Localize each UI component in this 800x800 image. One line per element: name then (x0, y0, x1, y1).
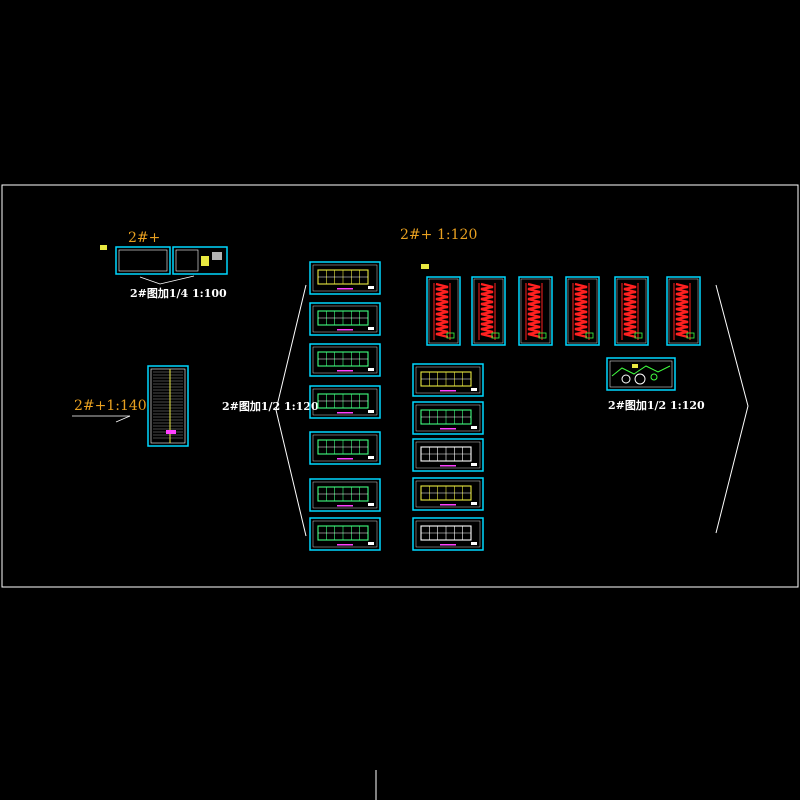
bracket-left (275, 284, 307, 537)
elevation-sheet-3[interactable] (518, 276, 553, 346)
bracket-right (715, 284, 749, 534)
left-group-scale-label: 2#图加1/2 1:120 (222, 399, 319, 413)
plan-sheet-b-3[interactable] (412, 438, 484, 472)
sheet-top-left-1[interactable] (115, 246, 171, 275)
left-code-label: 2#+1:140 (74, 398, 147, 414)
sheet-top-left-2-fill-b (212, 252, 222, 260)
elevation-sheet-1[interactable] (426, 276, 461, 346)
sheet-top-left-2-inner (175, 249, 199, 272)
plan-sheet-a-4[interactable] (309, 385, 381, 419)
plan-sheet-b-4[interactable] (412, 477, 484, 511)
leader-line-top-left (139, 275, 195, 285)
top-center-code-label: 2#+ (400, 227, 432, 243)
elevation-sheet-5[interactable] (614, 276, 649, 346)
sheet-site-plan[interactable] (606, 357, 676, 391)
left-label-leader (115, 415, 131, 423)
plan-sheet-b-5[interactable] (412, 517, 484, 551)
sheet-top-left-2[interactable] (172, 246, 228, 275)
sheet-tall-section[interactable] (147, 365, 189, 447)
title-tag-center (421, 264, 429, 269)
drawing-frame (1, 184, 799, 588)
top-left-scale-label: 2#图加1/4 1:100 (130, 286, 227, 300)
plan-sheet-a-5[interactable] (309, 431, 381, 465)
elevation-sheet-2[interactable] (471, 276, 506, 346)
sheet-top-left-1-inner (118, 249, 168, 272)
plan-sheet-a-6[interactable] (309, 478, 381, 512)
top-center-scale-label: 1:120 (437, 227, 477, 243)
plan-sheet-a-7[interactable] (309, 517, 381, 551)
top-left-code-label: 2#+ (128, 230, 160, 246)
plan-sheet-b-2[interactable] (412, 401, 484, 435)
plan-sheet-a-3[interactable] (309, 343, 381, 377)
elevation-sheet-6[interactable] (666, 276, 701, 346)
plan-sheet-a-2[interactable] (309, 302, 381, 336)
sheet-top-left-2-fill (201, 256, 209, 266)
plan-sheet-a-1[interactable] (309, 261, 381, 295)
elevation-sheet-4[interactable] (565, 276, 600, 346)
right-group-scale-label: 2#图加1/2 1:120 (608, 398, 705, 412)
floor-stripes (153, 371, 183, 439)
plan-sheets-column-a (309, 261, 381, 551)
plan-sheets-column-b (412, 363, 484, 551)
elevation-sheets-row (426, 276, 701, 346)
title-tag-small (100, 245, 107, 250)
plan-sheet-b-1[interactable] (412, 363, 484, 397)
